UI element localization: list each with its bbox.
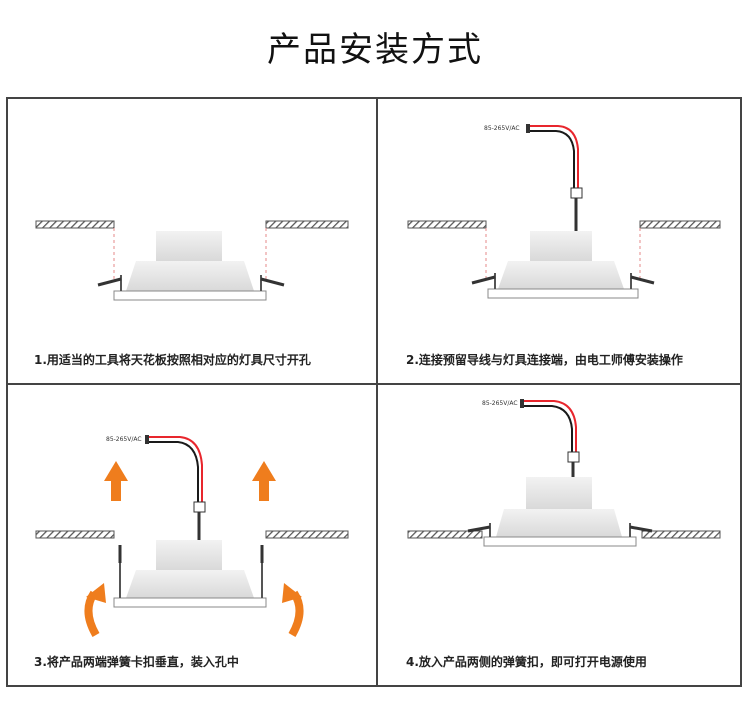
step-2-caption: 2.连接预留导线与灯具连接端，由电工师傅安装操作 — [406, 353, 683, 367]
step-1-caption: 1.用适当的工具将天花板按照相对应的灯具尺寸开孔 — [34, 353, 311, 367]
arrow-up-icon — [252, 461, 276, 501]
step-panel-3: 85-265V/AC 3.将产品两端弹簧卡扣垂直，装入孔中 — [8, 385, 376, 685]
voltage-label: 85-265V/AC — [484, 125, 520, 132]
page-title: 产品安装方式 — [267, 30, 483, 70]
lamp-trim — [113, 290, 267, 301]
ceiling-right — [265, 220, 349, 229]
curved-arrow-head-icon — [86, 583, 106, 603]
curved-arrow-head-icon — [282, 583, 302, 603]
step-4-illustration: 85-265V/AC — [407, 399, 721, 547]
step-3-caption: 3.将产品两端弹簧卡扣垂直，装入孔中 — [34, 655, 239, 669]
lamp-body — [126, 261, 254, 291]
wire-red — [530, 125, 579, 189]
voltage-label: 85-265V/AC — [482, 400, 518, 407]
ceiling-left — [35, 220, 115, 229]
step-panel-2: 85-265V/AC 2.连接预留导线与灯具连接端，由电工师傅安装操作 — [378, 99, 742, 383]
step-panel-4: 85-265V/AC 4.放入产品两侧的弹簧扣，即可打开电源使用 — [378, 385, 742, 685]
grid-divider-horizontal — [6, 383, 742, 385]
arrow-up-icon — [104, 461, 128, 501]
step-panel-1: 1.用适当的工具将天花板按照相对应的灯具尺寸开孔 — [8, 99, 376, 383]
step-2-illustration: 85-265V/AC — [407, 124, 721, 299]
lamp-top — [156, 231, 222, 261]
wire-black — [530, 130, 575, 189]
diagram-frame — [6, 97, 742, 687]
voltage-label: 85-265V/AC — [106, 436, 142, 443]
step-3-illustration: 85-265V/AC — [35, 435, 349, 638]
grid-divider-vertical — [376, 97, 378, 687]
step-4-caption: 4.放入产品两侧的弹簧扣，即可打开电源使用 — [406, 655, 647, 669]
wire-connector — [570, 187, 583, 199]
step-1-illustration — [35, 220, 349, 301]
